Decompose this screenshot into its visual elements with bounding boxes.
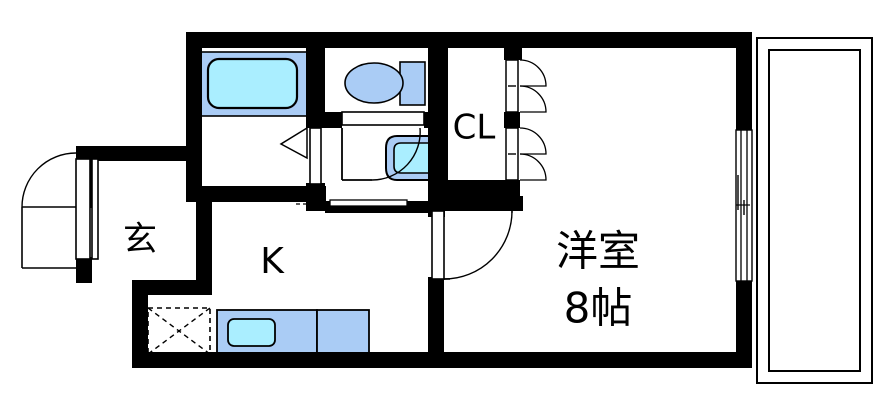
wall-entrance-top <box>76 146 198 161</box>
wall-bedroom-left-stub <box>508 32 522 60</box>
balcony-sliding-door[interactable] <box>735 129 753 282</box>
wall-bottom <box>132 352 752 368</box>
entrance-door-threshold <box>91 158 99 260</box>
bathroom-door-track <box>309 127 322 185</box>
walls <box>76 32 752 368</box>
balcony <box>756 37 873 384</box>
entrance-floor <box>88 150 192 268</box>
entrance-door-swing-arc <box>21 152 77 208</box>
wall-entrance-right <box>196 190 212 290</box>
closet-label: CL <box>453 108 496 148</box>
washroom-door[interactable] <box>341 111 425 181</box>
bathroom-door-fold-indicator <box>279 126 308 160</box>
bathroom <box>197 51 309 117</box>
washroom-door-swing-arc <box>371 127 421 181</box>
wall-bathroom-left <box>186 32 202 194</box>
wall-bedroom-right-lower <box>736 281 752 365</box>
kitchen-label: K <box>260 241 285 282</box>
wall-entrance-left-lower <box>76 257 92 283</box>
wall-top <box>186 32 752 48</box>
wall-toilet-divider-left <box>325 112 342 128</box>
kitchen-counter <box>316 309 370 355</box>
room-door-leaf <box>431 210 445 280</box>
toilet-bowl <box>344 62 404 104</box>
wall-closet-jamb-bottom <box>504 180 520 196</box>
toilet-fixture <box>344 61 426 106</box>
wall-room-partition <box>428 277 444 357</box>
washroom-window <box>296 199 408 208</box>
wall-closet-left <box>432 32 448 192</box>
wall-kitchen-left <box>132 280 148 368</box>
wall-closet-jamb-mid <box>504 112 520 128</box>
wall-room-head <box>443 196 523 211</box>
closet-door-fold-arc-3 <box>519 127 547 155</box>
toilet-tank <box>399 61 426 106</box>
washroom-window-pane <box>329 199 408 208</box>
room-name-label: 洋室 <box>556 227 640 276</box>
bathtub <box>206 57 299 110</box>
entrance-label: 玄 <box>123 220 157 260</box>
kitchen-sink-bowl <box>227 318 276 347</box>
room-door[interactable] <box>431 210 513 280</box>
wall-entrance-step <box>132 280 212 295</box>
closet-doors[interactable] <box>505 59 547 181</box>
closet-floor <box>445 48 508 188</box>
wall-bedroom-right-upper <box>736 32 752 130</box>
wall-bathroom-bottom <box>186 186 326 202</box>
refrigerator-space <box>147 307 211 355</box>
washroom-door-head <box>341 111 425 126</box>
entrance-door-frame <box>75 158 91 260</box>
wash-basin <box>385 135 431 181</box>
room-size-label: 8帖 <box>564 284 633 333</box>
kitchen-fixtures <box>147 307 370 355</box>
room-door-swing-arc <box>443 210 513 280</box>
entrance-door[interactable] <box>21 152 99 269</box>
western-room-floor <box>520 48 750 358</box>
wall-room-jamb-top <box>428 196 444 211</box>
closet-door-fold-arc-4 <box>519 153 547 181</box>
wall-bathroom-right-upper <box>306 32 325 128</box>
balcony-inner-edge <box>768 49 861 372</box>
refrigerator-x2 <box>147 307 211 355</box>
wall-closet-bottom <box>432 180 512 196</box>
closet-door-fold-arc-1 <box>519 59 547 87</box>
closet-door-fold-arc-2 <box>519 85 547 113</box>
bathroom-door[interactable] <box>279 126 322 185</box>
